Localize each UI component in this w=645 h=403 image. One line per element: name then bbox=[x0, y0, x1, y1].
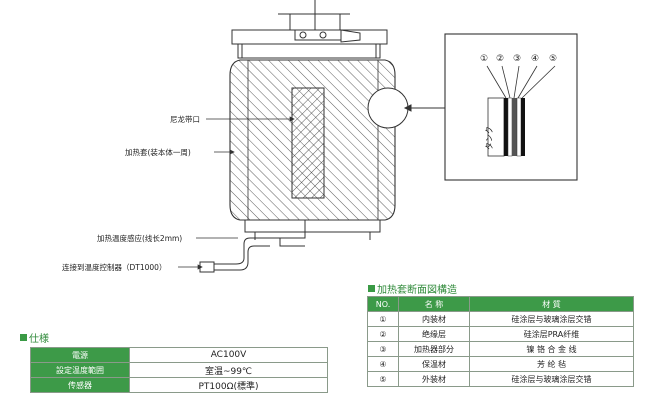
section-marker-icon bbox=[20, 334, 27, 341]
detail-number-2: ② bbox=[496, 54, 505, 64]
row-name: 内装材 bbox=[398, 311, 470, 327]
table-row: ⑤ 外装材 硅涂层与玻璃涂层交错 bbox=[367, 371, 634, 387]
detail-callout bbox=[367, 87, 445, 129]
controller-label: 连接到温度控制器（DT1000） bbox=[62, 263, 167, 272]
header-material: 材 質 bbox=[469, 296, 634, 312]
table-row: ① 内装材 硅涂层与玻璃涂层交错 bbox=[367, 311, 634, 327]
sensor-cable bbox=[199, 220, 306, 273]
row-no: ⑤ bbox=[367, 371, 399, 387]
specs-title: 仕様 bbox=[20, 330, 49, 345]
tank-label: タンク bbox=[485, 126, 494, 150]
row-name: 加热器部分 bbox=[398, 341, 470, 357]
cross-section-detail bbox=[444, 33, 578, 181]
table-row: ② 绝缘层 硅涂层PRA纤维 bbox=[367, 326, 634, 342]
spec-row: 電源 AC100V bbox=[30, 347, 328, 363]
spec-value: 室温~99℃ bbox=[129, 362, 328, 378]
clamp-handle bbox=[294, 29, 361, 43]
spec-key: 電源 bbox=[30, 347, 130, 363]
row-name: 外装材 bbox=[398, 371, 470, 387]
row-material: 镍 铬 合 金 线 bbox=[469, 341, 634, 357]
section-marker-icon bbox=[368, 285, 375, 292]
jacket-body bbox=[229, 59, 396, 221]
row-material: 硅涂层PRA纤维 bbox=[469, 326, 634, 342]
row-no: ② bbox=[367, 326, 399, 342]
row-no: ④ bbox=[367, 356, 399, 372]
table-row: ④ 保温材 芳 纶 毡 bbox=[367, 356, 634, 372]
tank-lid bbox=[231, 0, 388, 59]
spec-value: PT100Ω(標準) bbox=[129, 377, 328, 393]
row-material: 硅涂层与玻璃涂层交错 bbox=[469, 311, 634, 327]
cross-section-title: 加热套断面図構造 bbox=[368, 281, 457, 296]
row-name: 绝缘层 bbox=[398, 326, 470, 342]
jacket-label: 加热套(装本体一周) bbox=[125, 148, 191, 157]
header-name: 名 称 bbox=[398, 296, 470, 312]
spec-key: 传感器 bbox=[30, 377, 130, 393]
detail-number-5: ⑤ bbox=[549, 54, 558, 64]
nylon-belt-label: 尼龙带口 bbox=[170, 115, 200, 124]
spec-row: 传感器 PT100Ω(標準) bbox=[30, 377, 328, 393]
detail-number-4: ④ bbox=[531, 54, 540, 64]
row-no: ③ bbox=[367, 341, 399, 357]
table-row: ③ 加热器部分 镍 铬 合 金 线 bbox=[367, 341, 634, 357]
specs-table: 電源 AC100V 設定温度範囲 室温~99℃ 传感器 PT100Ω(標準) bbox=[30, 347, 328, 393]
spec-row: 設定温度範囲 室温~99℃ bbox=[30, 362, 328, 378]
detail-number-1: ① bbox=[480, 54, 489, 64]
row-material: 硅涂层与玻璃涂层交错 bbox=[469, 371, 634, 387]
row-name: 保温材 bbox=[398, 356, 470, 372]
tank-bottom bbox=[244, 220, 381, 240]
leader-lines bbox=[178, 116, 295, 270]
cross-section-table: NO. 名 称 材 質 ① 内装材 硅涂层与玻璃涂层交错 ② 绝缘层 硅涂层PR… bbox=[367, 296, 634, 387]
header-no: NO. bbox=[367, 296, 399, 312]
spec-value: AC100V bbox=[129, 347, 328, 363]
spec-key: 設定温度範囲 bbox=[30, 362, 130, 378]
row-no: ① bbox=[367, 311, 399, 327]
detail-number-3: ③ bbox=[513, 54, 522, 64]
row-material: 芳 纶 毡 bbox=[469, 356, 634, 372]
table-header-row: NO. 名 称 材 質 bbox=[367, 296, 634, 312]
sensor-label: 加热温度感应(线长2mm) bbox=[97, 234, 183, 243]
